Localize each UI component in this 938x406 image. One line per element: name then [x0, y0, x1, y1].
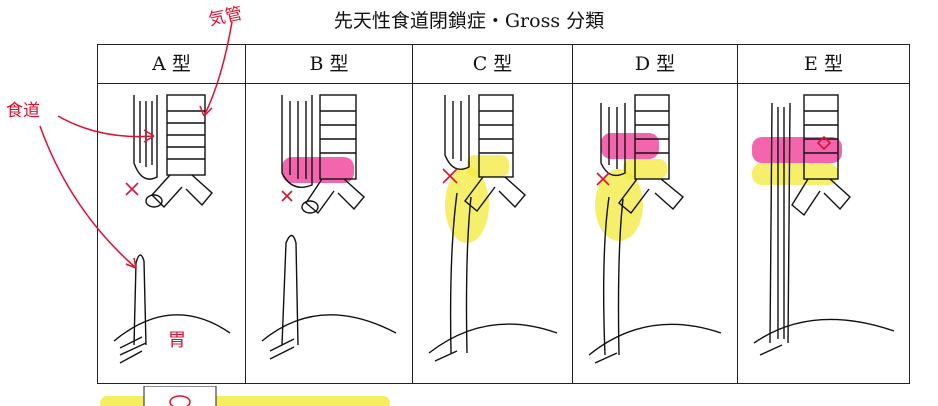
bottom-note-strip: [100, 386, 390, 406]
type-d-cell: [573, 84, 738, 384]
type-d-illustration: [587, 93, 723, 374]
annotation-stomach: 胃: [168, 330, 186, 351]
page-title: 先天性食道閉鎖症・Gross 分類: [333, 10, 605, 32]
column-header-e: E 型: [738, 45, 910, 84]
type-c-cell: [413, 84, 573, 384]
column-header-c: C 型: [413, 45, 573, 84]
column-header-b: B 型: [246, 45, 413, 84]
type-e-illustration: [752, 93, 896, 374]
column-header-a: A 型: [98, 45, 246, 84]
type-e-cell: [738, 84, 910, 384]
type-b-illustration: [260, 93, 398, 374]
type-c-illustration: [427, 93, 558, 374]
column-header-d: D 型: [573, 45, 738, 84]
annotation-esophagus: 食道: [6, 101, 40, 121]
gross-classification-table: A 型 B 型 C 型 D 型 E 型: [97, 44, 910, 384]
type-b-cell: [246, 84, 413, 384]
